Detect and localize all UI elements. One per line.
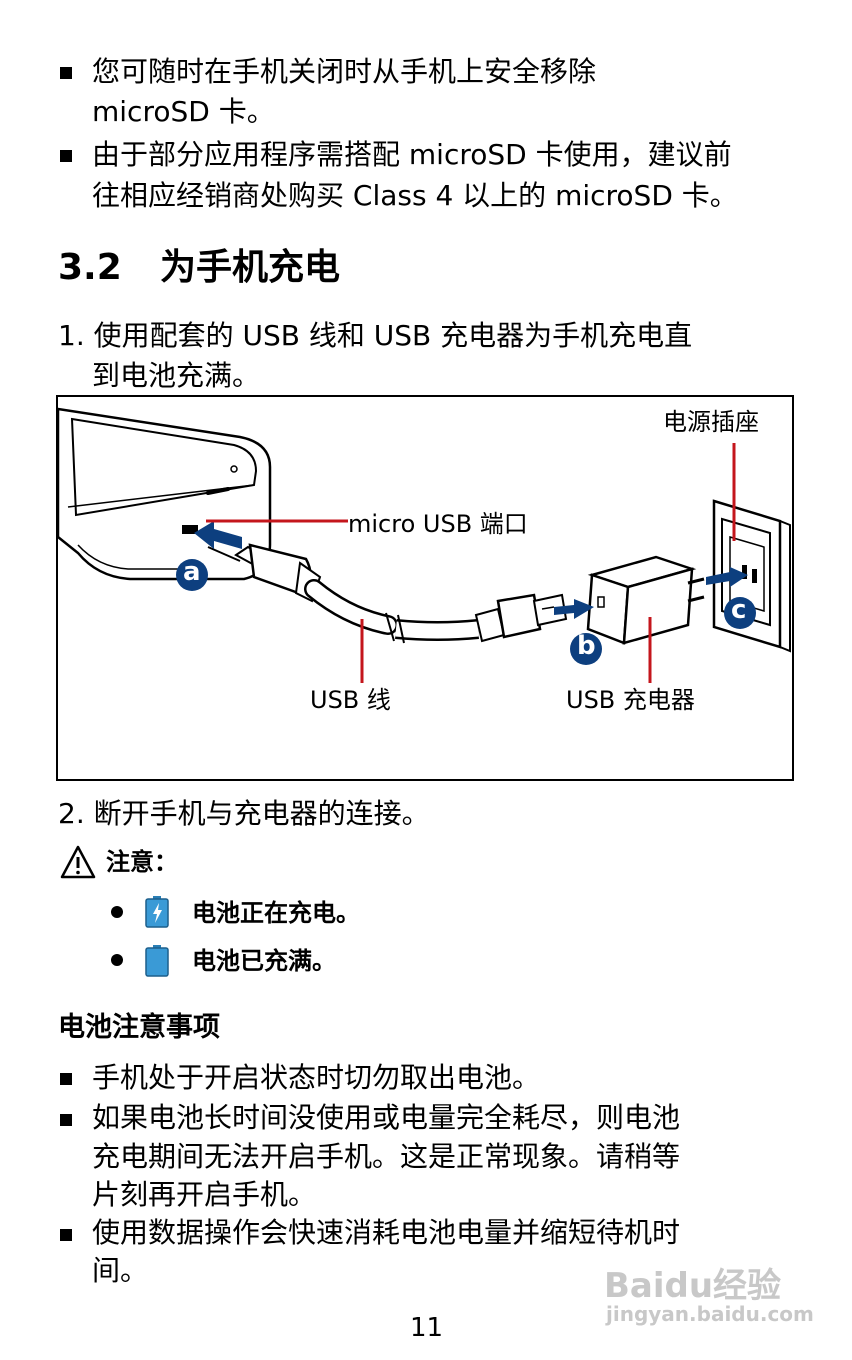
step-1-text: 1. 使用配套的 USB 线和 USB 充电器为手机充电直 [58, 319, 693, 352]
bullet-text: 您可随时在手机关闭时从手机上安全移除 [92, 55, 597, 88]
watermark-url: jingyan.baidu.com [606, 1302, 814, 1326]
cable-label: USB 线 [310, 686, 391, 714]
note-title: 注意： [106, 848, 178, 876]
battery-item-text: 充电期间无法开启手机。这是正常现象。请稍等 [92, 1140, 681, 1173]
battery-item-text: 如果电池长时间没使用或电量完全耗尽，则电池 [92, 1101, 681, 1134]
outlet-label: 电源插座 [663, 408, 759, 436]
section-number: 3.2 [58, 247, 122, 288]
bullet-marker [60, 1229, 72, 1241]
bullet-marker [60, 1114, 72, 1126]
insert-arrows [194, 521, 748, 619]
usb-charger-illustration [586, 555, 705, 645]
battery-item-text: 片刻再开启手机。 [92, 1178, 317, 1211]
step-2-text: 2. 断开手机与充电器的连接。 [58, 797, 430, 830]
step-1-text-cont: 到电池充满。 [92, 359, 261, 392]
port-label: micro USB 端口 [348, 510, 528, 538]
bullet-marker [60, 150, 72, 162]
battery-item-text: 手机处于开启状态时切勿取出电池。 [92, 1061, 541, 1094]
watermark-logo: Baidu经验 [604, 1266, 782, 1306]
charging-diagram: a b c 电源插座 micro USB 端口 USB 线 USB 充电器 [56, 395, 794, 781]
step-markers [176, 559, 756, 665]
phone-illustration [58, 407, 272, 581]
bullet-marker [60, 1073, 72, 1085]
battery-charging-icon [145, 896, 169, 928]
page-number: 11 [410, 1313, 444, 1343]
note-item-text: 电池正在充电。 [192, 899, 360, 927]
warning-triangle-icon [60, 845, 96, 879]
bullet-text: 由于部分应用程序需搭配 microSD 卡使用，建议前 [92, 138, 732, 171]
marker-b [570, 633, 602, 665]
bullet-marker [60, 67, 72, 79]
battery-item-text: 间。 [92, 1254, 149, 1287]
leader-lines [206, 443, 736, 683]
note-bullet [111, 954, 123, 966]
battery-section-heading: 电池注意事项 [58, 1012, 220, 1043]
note-item-text: 电池已充满。 [192, 947, 336, 975]
section-title: 为手机充电 [160, 247, 341, 288]
battery-item-text: 使用数据操作会快速消耗电池电量并缩短待机时 [92, 1216, 681, 1249]
usb-cable [207, 543, 568, 644]
marker-a [176, 559, 208, 591]
marker-c [724, 597, 756, 629]
charger-label: USB 充电器 [566, 686, 695, 714]
marker-c-label: c [731, 595, 747, 625]
bullet-text: microSD 卡。 [92, 95, 275, 128]
bullet-text: 往相应经销商处购买 Class 4 以上的 microSD 卡。 [92, 179, 738, 212]
marker-b-label: b [577, 631, 596, 661]
battery-full-icon [145, 945, 169, 977]
marker-a-label: a [183, 557, 201, 587]
charging-illustration [58, 407, 791, 683]
note-bullet [111, 906, 123, 918]
